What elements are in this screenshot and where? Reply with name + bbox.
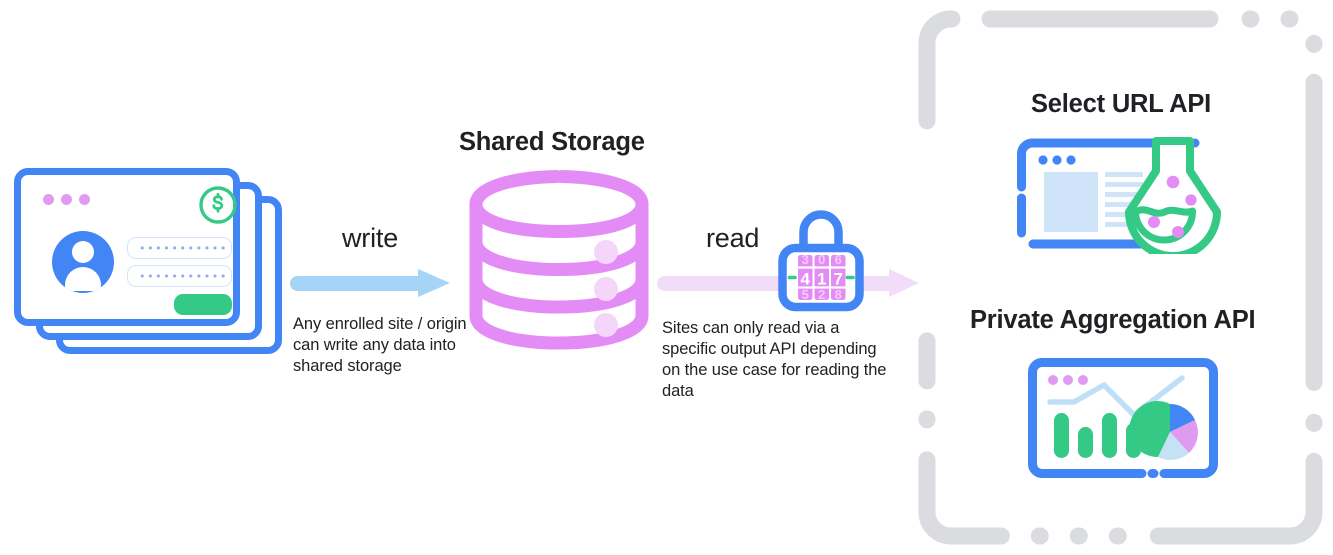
- write-caption: Any enrolled site / origin can write any…: [293, 315, 467, 375]
- svg-text:2: 2: [818, 287, 825, 302]
- window-dot-2: [61, 194, 72, 205]
- avatar: [52, 231, 114, 293]
- svg-text:3: 3: [802, 252, 809, 267]
- submit-button[interactable]: [174, 294, 232, 315]
- username-value: •••••••••••: [139, 241, 228, 255]
- output-apis-panel: [918, 10, 1323, 545]
- svg-text:5: 5: [802, 287, 809, 302]
- write-arrow-head: [418, 269, 450, 297]
- svg-text:6: 6: [835, 252, 842, 267]
- window-dot-1: [43, 194, 54, 205]
- username-field[interactable]: •••••••••••: [127, 237, 232, 259]
- browser-charts-icon: [1028, 358, 1218, 483]
- password-value: •••••••••••: [139, 269, 228, 283]
- svg-text:0: 0: [818, 252, 825, 267]
- write-label: write: [342, 223, 399, 253]
- read-arrow-head: [889, 269, 919, 297]
- browser-flask-icon: [1015, 136, 1230, 260]
- write-arrow-shaft: [290, 276, 430, 291]
- browser-login-cards-icon: ••••••••••• •••••••••••: [14, 168, 284, 358]
- read-caption: Sites can only read via a specific outpu…: [662, 319, 887, 400]
- lock-digit-2: 1: [817, 270, 826, 289]
- shared-storage-title: Shared Storage: [459, 128, 645, 156]
- select-url-api-label: Select URL API: [1031, 90, 1212, 118]
- write-arrow: [290, 268, 465, 298]
- lock-digit-3: 7: [833, 270, 842, 289]
- private-aggregation-api-label: Private Aggregation API: [970, 306, 1256, 334]
- database-cylinder-icon: [469, 170, 649, 350]
- window-dot-3: [79, 194, 90, 205]
- lock-digit-1: 4: [800, 270, 810, 289]
- svg-text:8: 8: [835, 287, 842, 302]
- read-label: read: [706, 223, 760, 253]
- dollar-badge-icon: [199, 186, 237, 224]
- card-front: ••••••••••• •••••••••••: [14, 168, 240, 326]
- password-field[interactable]: •••••••••••: [127, 265, 232, 287]
